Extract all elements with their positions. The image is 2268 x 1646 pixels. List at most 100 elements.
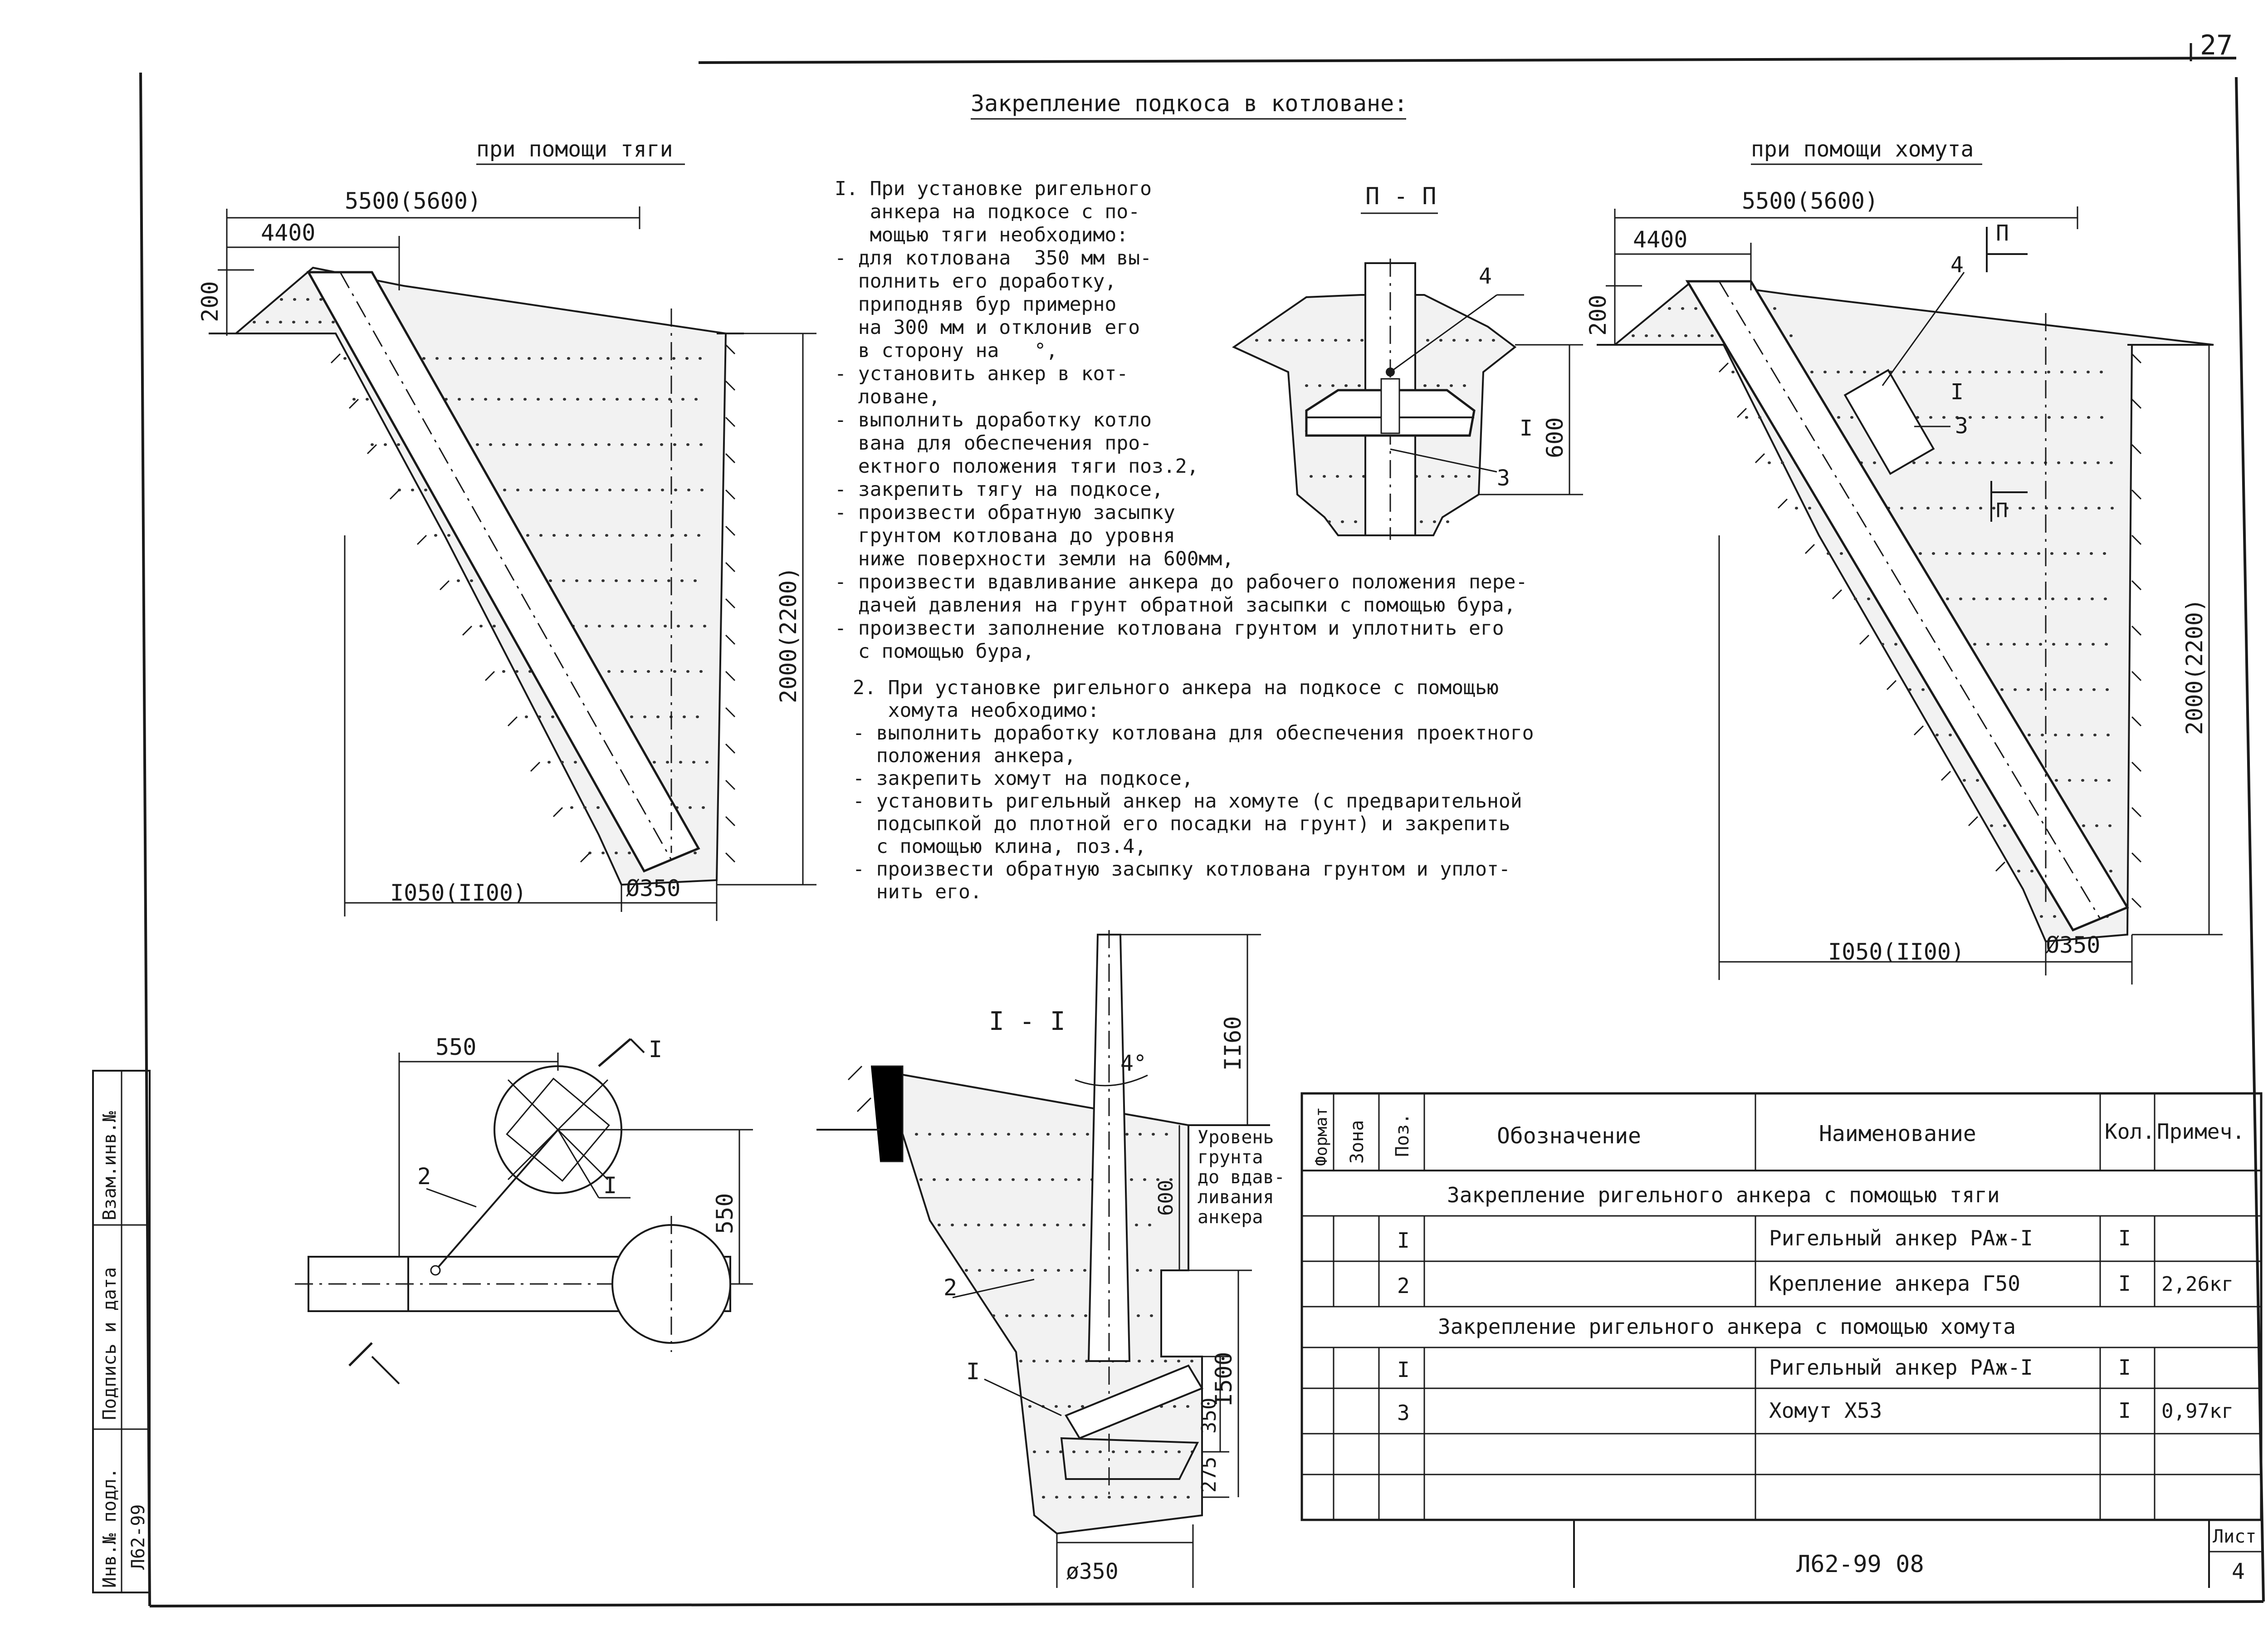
instructions-item1: I. При установке ригельного анкера на по…	[835, 177, 1527, 663]
text-line: с помощью бура,	[835, 640, 1034, 663]
left-dim-total: 5500(5600)	[345, 188, 481, 214]
spec-row1-qty: I	[2118, 1226, 2131, 1250]
text-line: - произвести заполнение котлована грунто…	[835, 617, 1504, 640]
section-II-dim-1500: I500	[1211, 1352, 1237, 1406]
text-line: нить его.	[853, 881, 982, 903]
spec-row4-qty: I	[2118, 1398, 2131, 1423]
text-line: - установить анкер в кот-	[835, 363, 1128, 385]
section-pp-dim-600: 600	[1542, 417, 1568, 458]
text-line: - произвести обратную засыпку	[835, 501, 1175, 524]
text-line: ектного положения тяги поз.2,	[835, 455, 1199, 478]
left-dim-diameter: Ø350	[626, 875, 680, 901]
sheet-list-number: 4	[2232, 1559, 2245, 1584]
text-line: - для котлована 350 мм вы-	[835, 247, 1152, 269]
spec-row1-pos: I	[1397, 1228, 1410, 1253]
text-line: хомута необходимо:	[853, 699, 1100, 722]
spec-header-format: Формат	[1312, 1107, 1331, 1166]
text-line: - выполнить доработку котло	[835, 409, 1152, 431]
text-line: анкера	[1198, 1207, 1263, 1228]
right-dim-partial: 4400	[1633, 226, 1687, 253]
text-line: грунтом котлована до уровня	[835, 524, 1175, 547]
spec-row3-pos: I	[1397, 1357, 1410, 1382]
right-label-1: I	[1950, 379, 1964, 405]
right-clamp	[1843, 369, 1935, 475]
plan-label-2: 2	[417, 1163, 431, 1190]
stamp-vzam-label: Взам.инв.№	[99, 1111, 120, 1220]
right-section-mark-top: П	[1996, 220, 2009, 246]
text-line: на 300 мм и отклонив его	[835, 316, 1140, 339]
plan-dim-550-horizontal: 550	[435, 1034, 476, 1060]
text-line: мощью тяги необходимо:	[835, 224, 1128, 246]
text-line: ловане,	[835, 386, 940, 408]
section-II-angle: 4°	[1120, 1051, 1147, 1076]
left-dim-bottom: I050(II00)	[390, 880, 527, 906]
text-line: - закрепить хомут на подкосе,	[853, 767, 1193, 790]
section-II-dim-1160: II60	[1220, 1016, 1246, 1071]
spec-row4-pos: 3	[1397, 1401, 1410, 1425]
plan-dim-550-vertical: 550	[712, 1193, 738, 1234]
text-line: - выполнить доработку котлована для обес…	[853, 722, 1534, 745]
right-strut	[1685, 280, 2129, 932]
text-line: дачей давления на грунт обратной засыпки…	[835, 594, 1516, 617]
section-II-dim-diameter: ø350	[1066, 1559, 1119, 1584]
section-pp-label-4: 4	[1479, 264, 1492, 289]
right-dim-top: 200	[1585, 295, 1611, 336]
right-view: при помощи хомута 4 3 I П П 5500(5600) 4	[1585, 137, 2223, 985]
text-line: I. При установке ригельного	[835, 177, 1152, 200]
text-line: до вдав-	[1198, 1167, 1285, 1188]
plan-label-I: I	[603, 1172, 617, 1199]
instructions-item2: 2. При установке ригельного анкера на по…	[853, 676, 1534, 903]
section-II-label-2: 2	[943, 1274, 957, 1301]
section-II-label-I: I	[966, 1358, 980, 1385]
spec-row3-qty: I	[2118, 1355, 2131, 1380]
text-line: вана для обеспечения про-	[835, 432, 1152, 455]
stamp-inv-podl-label: Инв.№ подл.	[99, 1468, 120, 1588]
spec-row2-qty: I	[2118, 1271, 2131, 1296]
section-II: I - I II60 600 I500 350 275 ø350 4° 2 I	[816, 930, 1285, 1588]
section-II-title: I - I	[989, 1007, 1066, 1036]
spec-header-designation: Обозначение	[1497, 1123, 1641, 1149]
section-II-dim-275: 275	[1198, 1457, 1221, 1493]
spec-table: Формат Зона Поз. Обозначение Наименовани…	[1300, 1092, 2263, 1521]
text-line: ливания	[1198, 1187, 1274, 1208]
spec-group2-title: Закрепление ригельного анкера с помощью …	[1438, 1314, 2016, 1339]
right-dim-diameter: Ø350	[2046, 932, 2100, 958]
section-II-pit	[878, 1069, 1203, 1535]
right-label-3: 3	[1955, 413, 1968, 439]
text-line: подсыпкой до плотной его посадки на грун…	[853, 813, 1510, 835]
left-dim-top: 200	[197, 281, 223, 322]
spec-row2-note: 2,26кг	[2161, 1273, 2234, 1296]
left-dim-partial: 4400	[261, 220, 315, 246]
text-line: с помощью клина, поз.4,	[853, 835, 1146, 858]
left-view: при помощи тяги 5500(5600) 4400 200	[197, 137, 816, 921]
text-line: грунта	[1198, 1147, 1263, 1168]
text-line: полнить его доработку,	[835, 270, 1116, 293]
left-dim-depth: 2000(2200)	[775, 567, 802, 703]
plan-view: 550 550 2 I I	[295, 1034, 753, 1385]
plan-section-mark: I	[649, 1036, 662, 1063]
instructions: I. При установке ригельного анкера на по…	[835, 177, 1534, 903]
spec-row2-name: Крепление анкера Г50	[1769, 1271, 2020, 1296]
text-line: - установить ригельный анкер на хомуте (…	[853, 790, 1522, 813]
spec-row3-name: Ригельный анкер РАж-I	[1769, 1355, 2033, 1380]
stamp-inv-podl-value: Л62-99	[128, 1504, 149, 1570]
text-line: приподняв бур примерно	[835, 293, 1116, 316]
right-dim-bottom: I050(II00)	[1828, 939, 1965, 965]
section-pp: П - П 4 3 I 600	[1232, 183, 1583, 540]
left-strut	[306, 271, 700, 873]
spec-row1-name: Ригельный анкер РАж-I	[1769, 1226, 2033, 1250]
text-line: ниже поверхности земли на 600мм,	[835, 548, 1234, 570]
right-dim-total: 5500(5600)	[1742, 188, 1878, 214]
left-view-subtitle: при помощи тяги	[476, 137, 673, 162]
text-line: анкера на подкосе с по-	[835, 201, 1140, 223]
sheet-title: Закрепление подкоса в котловане:	[971, 90, 1408, 117]
section-pp-title: П - П	[1365, 183, 1437, 210]
right-view-subtitle: при помощи хомута	[1751, 137, 1974, 162]
right-label-4: 4	[1950, 252, 1964, 278]
spec-group1-title: Закрепление ригельного анкера с помощью …	[1447, 1183, 2000, 1207]
spec-header-pos: Поз.	[1392, 1113, 1413, 1157]
right-section-mark-bottom: П	[1996, 499, 2008, 522]
spec-row4-name: Хомут Х53	[1769, 1398, 1882, 1423]
